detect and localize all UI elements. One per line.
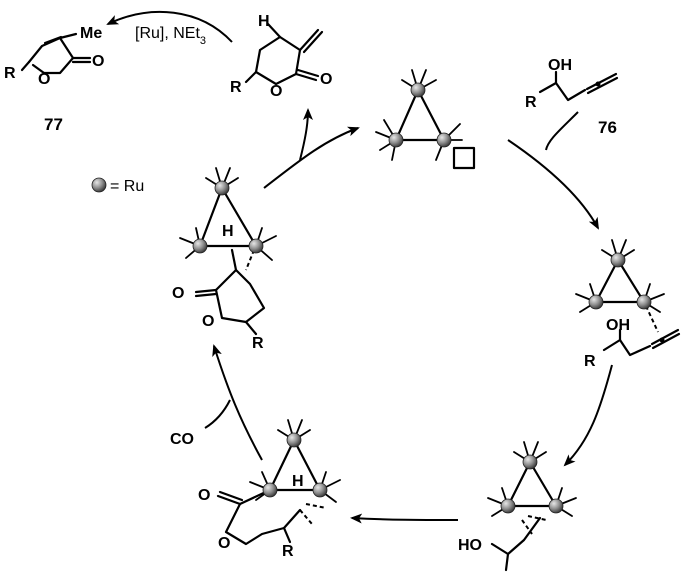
compound-77-label: 77 [44,115,63,134]
ru-atom-icon [522,454,538,470]
compound-77-structure: Me R O O 77 [4,25,104,134]
product-release-arrow [299,108,313,161]
ru-legend: = Ru [91,177,144,195]
cycle-arrow-2 [563,364,613,467]
ru-atom-icon [588,294,604,310]
ru3-acyl-lactone-complex: H O O R [198,419,341,560]
r-group-label: R [282,543,294,560]
carbonyl-oxygen-label: O [320,71,332,88]
ru-atom-icon [91,177,107,193]
vacant-site-box [452,146,476,170]
ru-atom-icon [548,498,564,514]
ru3-allyl-complex: HO [458,441,577,572]
ru-atom-icon [248,238,264,254]
co-label: CO [170,431,194,448]
carbonyl-oxygen-label: O [198,487,210,504]
hydroxyl-label: OH [548,57,572,74]
catalyst-conditions: [Ru], NEt3 [135,25,206,47]
compound-76-label: 76 [598,118,617,137]
ring-oxygen-label: O [38,71,50,88]
carbonyl-oxygen-label: O [172,285,184,302]
ru3-cluster-vacant [375,69,476,170]
ring-oxygen-label: O [218,535,230,552]
ru3-allene-complex: OH R [575,239,681,370]
ru-atom-icon [610,252,626,268]
cycle-arrow-1 [507,139,599,230]
ring-oxygen-label: O [270,83,282,100]
cycle-arrow-3 [350,513,459,524]
compound-76-structure: OH R 76 [525,57,619,137]
hydrogen-label: H [292,473,304,490]
cycle-arrow-4 [212,344,263,461]
ru-legend-text: = Ru [110,178,144,195]
ru-atom-icon [214,180,230,196]
co-insertion-arrow [204,399,231,429]
ru-atom-icon [388,132,404,148]
ru-atom-icon [262,482,278,498]
hydrogen-label: H [258,13,270,30]
methyl-label: Me [80,25,102,42]
r-group-label: R [230,79,242,96]
ru-atom-icon [636,294,652,310]
ru-atom-icon [192,238,208,254]
cycle-arrow-5 [263,126,360,189]
ru3-lactone-complex: H O O R [172,167,277,352]
alpha-methylene-lactone-structure: H R O O [230,13,332,100]
carbonyl-oxygen-label: O [92,53,104,70]
substrate-addition-arrow [545,111,579,151]
ru-atom-icon [500,498,516,514]
hydrogen-label: H [222,223,234,240]
r-group-label: R [584,353,596,370]
ring-oxygen-label: O [202,313,214,330]
ru-atom-icon [436,132,452,148]
r-group-label: R [525,94,537,111]
ru-atom-icon [312,482,328,498]
hydroxyl-label: OH [606,317,630,334]
isomerization-arrow [106,10,233,43]
hydroxyl-label: HO [458,537,482,554]
ru-atom-icon [286,432,302,448]
r-group-label: R [252,335,264,352]
ru-atom-icon [410,82,426,98]
r-group-label: R [4,65,16,82]
